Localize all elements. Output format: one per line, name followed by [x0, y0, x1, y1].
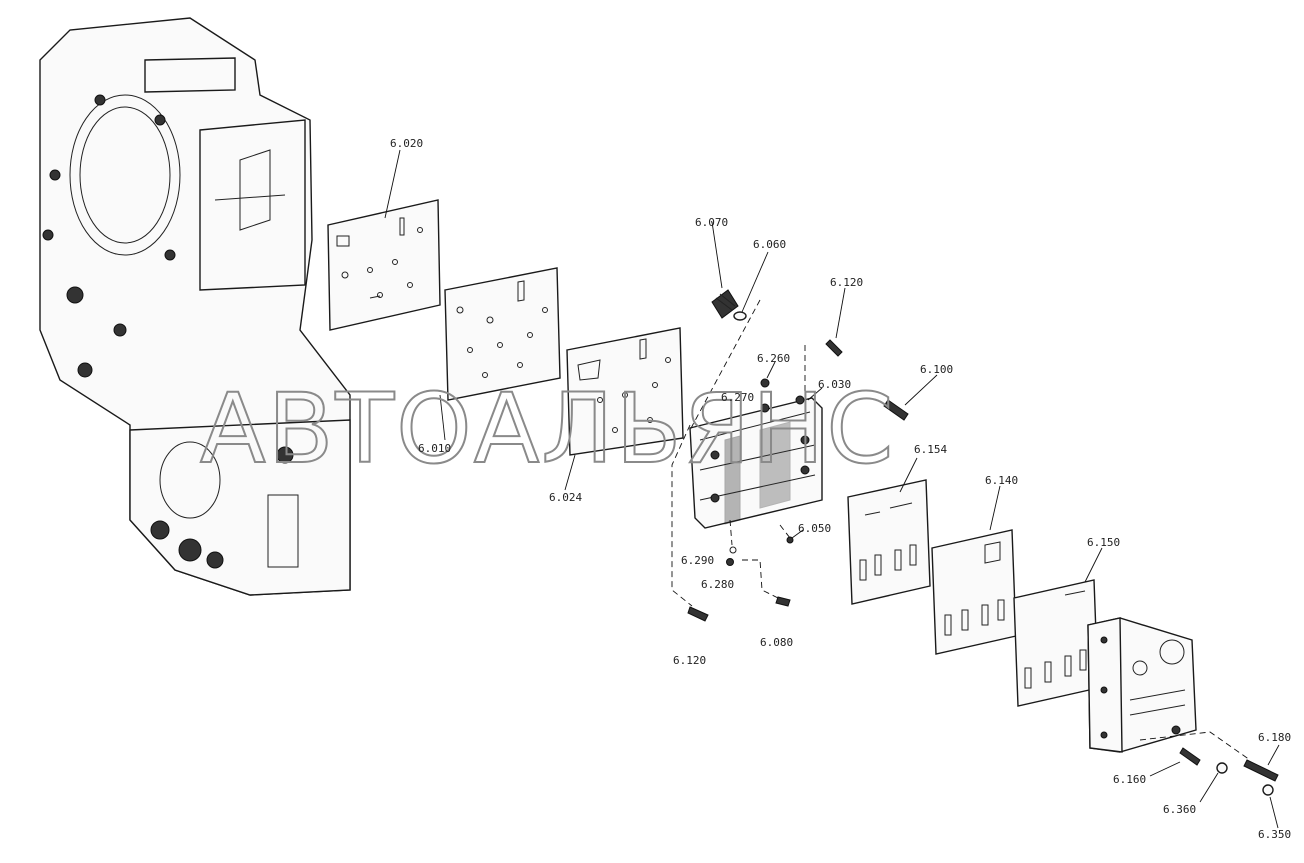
label-6100: 6.100 — [920, 363, 953, 376]
cap-6350 — [1262, 784, 1274, 796]
plate-6150 — [1013, 579, 1099, 707]
label-6290: 6.290 — [681, 554, 714, 567]
bolt-6120b — [687, 606, 709, 622]
part-labels: 6.020 6.010 6.024 6.070 6.060 6.120 6.26… — [390, 137, 1291, 841]
label-6360: 6.360 — [1163, 803, 1196, 816]
label-6030: 6.030 — [818, 378, 851, 391]
watermark: АВТОАЛЬЯНС — [200, 373, 895, 485]
label-6120-bottom: 6.120 — [673, 654, 706, 667]
label-6260: 6.260 — [757, 352, 790, 365]
label-6180: 6.180 — [1258, 731, 1291, 744]
label-6010: 6.010 — [418, 442, 451, 455]
plug-6260 — [760, 378, 770, 388]
ball-6050 — [786, 536, 794, 544]
label-6020: 6.020 — [390, 137, 423, 150]
leader-lines — [384, 149, 1280, 829]
label-6070: 6.070 — [695, 216, 728, 229]
washer-6290 — [729, 546, 737, 554]
stud-6180 — [1243, 759, 1279, 782]
bolt-6120a — [825, 339, 843, 357]
label-6150: 6.150 — [1087, 536, 1120, 549]
label-6120-top: 6.120 — [830, 276, 863, 289]
bolt-6080 — [775, 596, 791, 607]
label-6154: 6.154 — [914, 443, 947, 456]
washer-6360 — [1216, 762, 1228, 774]
label-6280: 6.280 — [701, 578, 734, 591]
plate-6140 — [931, 529, 1017, 655]
label-6024: 6.024 — [549, 491, 582, 504]
label-6140: 6.140 — [985, 474, 1018, 487]
label-6350: 6.350 — [1258, 828, 1291, 841]
bolt-6160 — [1179, 747, 1201, 766]
valve-body — [689, 395, 823, 529]
spring-6070 — [711, 289, 739, 319]
label-6270: 6.270 — [721, 391, 754, 404]
dashed-assembly-lines — [671, 299, 1251, 761]
label-6160: 6.160 — [1113, 773, 1146, 786]
plate-6024 — [566, 327, 684, 456]
cover-block — [1087, 617, 1197, 753]
bolt-6100 — [883, 399, 909, 421]
plate-6154 — [847, 479, 931, 605]
plate-6010 — [444, 267, 561, 401]
label-6080: 6.080 — [760, 636, 793, 649]
label-6060: 6.060 — [753, 238, 786, 251]
label-6050: 6.050 — [798, 522, 831, 535]
transmission-housing — [39, 17, 351, 596]
cap-6060 — [733, 311, 747, 321]
plate-6020 — [327, 199, 441, 331]
plug-6280 — [726, 558, 734, 566]
